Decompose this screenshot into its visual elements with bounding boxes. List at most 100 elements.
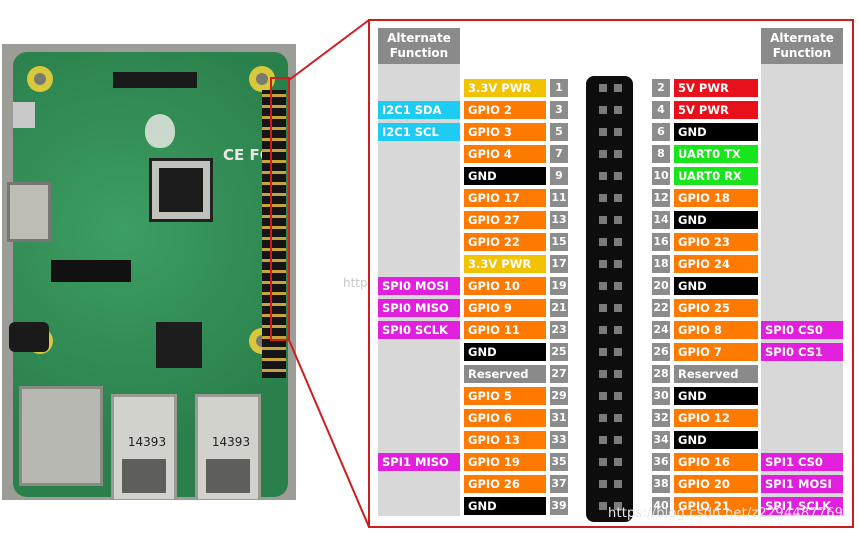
pin-number-25: 25 <box>550 343 568 361</box>
header-pin <box>614 194 622 202</box>
header-pin <box>614 392 622 400</box>
header-pin <box>614 84 622 92</box>
watermark-fragment: http <box>343 276 368 290</box>
alt-function-24: SPI0 CS0 <box>761 321 843 339</box>
pin-label-26: GPIO 7 <box>674 343 758 361</box>
header-pin <box>614 414 622 422</box>
audio-jack <box>9 322 49 352</box>
header-pin <box>614 326 622 334</box>
mounting-hole <box>27 66 53 92</box>
pin-number-11: 11 <box>550 189 568 207</box>
pin-number-22: 22 <box>652 299 670 317</box>
pin-label-34: GND <box>674 431 758 449</box>
board-photo: CE FC 14393 14393 <box>2 44 296 500</box>
pin-number-23: 23 <box>550 321 568 339</box>
header-pin <box>599 150 607 158</box>
pin-label-17: 3.3V PWR <box>464 255 546 273</box>
pin-label-32: GPIO 12 <box>674 409 758 427</box>
usb-port-label: 14393 <box>127 435 167 449</box>
pin-number-35: 35 <box>550 453 568 471</box>
ce-fc-mark: CE FC <box>223 146 271 164</box>
pin-label-6: GND <box>674 123 758 141</box>
pin-label-33: GPIO 13 <box>464 431 546 449</box>
alt-function-23: SPI0 SCLK <box>378 321 460 339</box>
pin-label-12: GPIO 18 <box>674 189 758 207</box>
pin-label-31: GPIO 6 <box>464 409 546 427</box>
pin-number-6: 6 <box>652 123 670 141</box>
pin-label-13: GPIO 27 <box>464 211 546 229</box>
pin-number-26: 26 <box>652 343 670 361</box>
header-pin <box>614 260 622 268</box>
pin-label-5: GPIO 3 <box>464 123 546 141</box>
header-pin <box>599 282 607 290</box>
header-pin <box>599 392 607 400</box>
pin-label-9: GND <box>464 167 546 185</box>
pin-label-20: GND <box>674 277 758 295</box>
header-pin <box>599 502 607 510</box>
header-pin <box>599 480 607 488</box>
pin-label-22: GPIO 25 <box>674 299 758 317</box>
header-pin <box>599 348 607 356</box>
header-pin <box>599 128 607 136</box>
header-pin <box>614 238 622 246</box>
pin-number-36: 36 <box>652 453 670 471</box>
pin-label-10: UART0 RX <box>674 167 758 185</box>
pin-number-16: 16 <box>652 233 670 251</box>
header-pin <box>599 172 607 180</box>
pin-label-19: GPIO 10 <box>464 277 546 295</box>
header-pin <box>599 436 607 444</box>
header-pin <box>614 106 622 114</box>
hdmi-port <box>7 182 51 242</box>
header-pin <box>614 150 622 158</box>
pin-number-4: 4 <box>652 101 670 119</box>
pin-label-15: GPIO 22 <box>464 233 546 251</box>
pin-number-12: 12 <box>652 189 670 207</box>
header-pin <box>599 414 607 422</box>
alt-function-26: SPI0 CS1 <box>761 343 843 361</box>
pin-label-25: GND <box>464 343 546 361</box>
alt-function-35: SPI1 MISO <box>378 453 460 471</box>
soc-die <box>159 168 203 212</box>
header-pin <box>614 458 622 466</box>
pin-number-30: 30 <box>652 387 670 405</box>
camera-connector <box>51 260 131 282</box>
alt-function-19: SPI0 MOSI <box>378 277 460 295</box>
pin-label-39: GND <box>464 497 546 515</box>
pin-label-14: GND <box>674 211 758 229</box>
header-pin <box>599 194 607 202</box>
pin-number-9: 9 <box>550 167 568 185</box>
pin-number-5: 5 <box>550 123 568 141</box>
pin-label-16: GPIO 23 <box>674 233 758 251</box>
pin-label-7: GPIO 4 <box>464 145 546 163</box>
header-pin <box>599 106 607 114</box>
pin-label-11: GPIO 17 <box>464 189 546 207</box>
header-pin <box>614 480 622 488</box>
header-pin <box>614 216 622 224</box>
pin-label-24: GPIO 8 <box>674 321 758 339</box>
header-pin <box>599 260 607 268</box>
pin-number-17: 17 <box>550 255 568 273</box>
header-pin <box>614 436 622 444</box>
pin-label-29: GPIO 5 <box>464 387 546 405</box>
pin-number-20: 20 <box>652 277 670 295</box>
pin-label-27: Reserved <box>464 365 546 383</box>
header-pin <box>599 370 607 378</box>
micro-usb-port <box>13 102 35 128</box>
pin-label-1: 3.3V PWR <box>464 79 546 97</box>
pin-label-2: 5V PWR <box>674 79 758 97</box>
pin-number-18: 18 <box>652 255 670 273</box>
pin-label-8: UART0 TX <box>674 145 758 163</box>
pin-number-27: 27 <box>550 365 568 383</box>
header-pin <box>614 282 622 290</box>
pin-number-10: 10 <box>652 167 670 185</box>
pcb: CE FC 14393 14393 <box>7 52 288 500</box>
header-pin <box>599 84 607 92</box>
pin-label-4: 5V PWR <box>674 101 758 119</box>
usb-port: 14393 <box>111 394 177 500</box>
raspberry-logo <box>145 114 175 148</box>
pin-number-24: 24 <box>652 321 670 339</box>
pin-number-8: 8 <box>652 145 670 163</box>
header-pin <box>614 172 622 180</box>
alt-function-header-left: Alternate Function <box>378 28 460 64</box>
pin-label-36: GPIO 16 <box>674 453 758 471</box>
